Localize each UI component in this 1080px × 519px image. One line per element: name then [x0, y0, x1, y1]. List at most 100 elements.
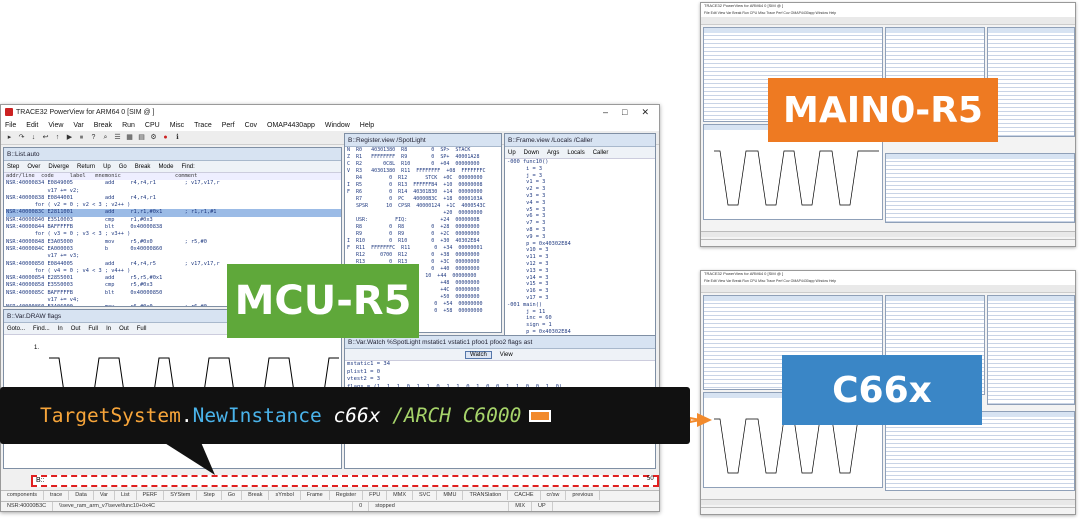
menu-item-var[interactable]: Var: [73, 121, 84, 129]
maximize-icon[interactable]: □: [622, 106, 628, 117]
register-line[interactable]: I R5 0 R13 FFFFFFB4 +10 00000008: [347, 182, 483, 188]
list-tool-diverge[interactable]: Diverge: [48, 163, 70, 170]
register-line[interactable]: R12 0700 R12 0 +38 00000000: [347, 252, 480, 258]
list-tool-up[interactable]: Up: [103, 163, 111, 170]
register-line[interactable]: R4 0 R12 STCK +0C 00000000: [347, 175, 483, 181]
watch-line[interactable]: flags = (1, 1, 1, 0, 1, 1, 0, 1, 1, 0, 1…: [347, 384, 655, 392]
register-line[interactable]: V R3 40301380 R11 FFFFFFFF +08 FFFFFFFC: [347, 168, 486, 174]
list-tool-break[interactable]: Break: [134, 163, 151, 170]
watch-line[interactable]: mstatic1 = 34: [347, 361, 391, 367]
list-line[interactable]: NSR:40000848 E3A05000 mov r5,#0x0 ; r5,#…: [6, 238, 207, 245]
status-button-break[interactable]: Break: [242, 491, 270, 500]
register-line[interactable]: N R0 40301380 R8 0 SP> STACK: [347, 147, 471, 153]
list-tool-over[interactable]: Over: [27, 163, 41, 170]
register-line[interactable]: F R6 0 R14 40301B30 +14 00000000: [347, 189, 483, 195]
status-button-cr/sw[interactable]: cr/sw: [541, 491, 567, 500]
stop-icon[interactable]: ●: [163, 134, 168, 141]
register-line[interactable]: +4C 00000000: [440, 287, 480, 293]
draw-tool-out[interactable]: Out: [119, 325, 129, 332]
status-button-data[interactable]: Data: [69, 491, 94, 500]
watch-line[interactable]: plist1 = 0: [347, 368, 381, 375]
list-line[interactable]: NSR:40000850 E0844005 add r4,r4,r5 ; v17…: [6, 260, 220, 267]
watch-line[interactable]: vtest2 = 3: [347, 376, 381, 382]
register-line[interactable]: Z R1 FFFFFFFF R9 0 SP+ 40001A28: [347, 154, 480, 160]
frame-tool-caller[interactable]: Caller: [592, 149, 609, 156]
list-tool-find[interactable]: Find:: [181, 163, 195, 170]
register-line[interactable]: I R10 0 R10 0 +30 40302E84: [347, 238, 480, 244]
register-line[interactable]: +20 00000000: [347, 210, 483, 216]
list-tool-mode[interactable]: Mode: [158, 163, 174, 170]
status-button-components[interactable]: components: [1, 491, 44, 500]
find-icon[interactable]: ⌕: [103, 134, 108, 141]
status-button-go[interactable]: Go: [222, 491, 243, 500]
draw-tool-out[interactable]: Out: [70, 325, 81, 332]
menu-item-break[interactable]: Break: [93, 121, 113, 129]
status-button-var[interactable]: Var: [94, 491, 115, 500]
watch-button[interactable]: Watch: [465, 350, 492, 359]
list-line[interactable]: NSR:40000860 E3A06000 mov r6,#0x0 ; r6,#…: [6, 304, 341, 306]
draw-tool-full[interactable]: Full: [136, 325, 147, 332]
list-line[interactable]: for ( v4 = 0 ; v4 < 3 ; v4++ ): [6, 267, 131, 274]
memory-icon[interactable]: ▦: [126, 134, 133, 141]
register-icon[interactable]: ▤: [138, 134, 145, 141]
register-line[interactable]: R7 0 PC 40000B3C +18 0000103A: [347, 196, 483, 202]
register-line[interactable]: SPSR 10 CPSR 40000124 +1C 4000543C: [347, 203, 486, 209]
status-button-trace[interactable]: trace: [44, 491, 70, 500]
list-icon[interactable]: ☰: [114, 134, 121, 141]
frame-tool-down[interactable]: Down: [523, 149, 540, 156]
status-button-register[interactable]: Register: [330, 491, 364, 500]
status-button-svc[interactable]: SVC: [413, 491, 438, 500]
break-icon[interactable]: ⏸: [79, 134, 84, 141]
settings-icon[interactable]: ⚙: [150, 134, 157, 141]
status-button-mmx[interactable]: MMX: [387, 491, 414, 500]
status-button-system[interactable]: SYStem: [164, 491, 198, 500]
menu-item-view[interactable]: View: [48, 121, 64, 129]
menu-item-cov[interactable]: Cov: [244, 121, 258, 129]
return-icon[interactable]: ↩: [42, 134, 49, 141]
draw-tool-in[interactable]: In: [57, 325, 63, 332]
command-line[interactable]: B::: [31, 475, 659, 487]
status-button-list[interactable]: List: [115, 491, 137, 500]
register-line[interactable]: USR: FIQ: +24 0000000B: [347, 217, 480, 223]
status-button-mmu[interactable]: MMU: [437, 491, 464, 500]
menu-item-window[interactable]: Window: [324, 121, 350, 129]
status-button-step[interactable]: Step: [197, 491, 222, 500]
register-line[interactable]: R13 0 R13 0 +3C 00000000: [347, 259, 480, 265]
list-line[interactable]: NSR:4000084C EA000003 b 0x40000860: [6, 245, 163, 252]
list-line[interactable]: NSR:4000085C BAFFFFFB blt 0x40000850: [6, 289, 163, 296]
draw-tool-find[interactable]: Find...: [33, 325, 50, 332]
list-line[interactable]: for ( v2 = 0 ; v2 < 3 ; v2++ ): [6, 202, 131, 209]
menu-item-cpu[interactable]: CPU: [144, 121, 160, 129]
list-line[interactable]: NSR:4000083C E2811001 add r1,r1,#0x1 ; r…: [6, 209, 341, 217]
list-line[interactable]: NSR:40000854 E2855001 add r5,r5,#0x1: [6, 275, 163, 282]
register-line[interactable]: R8 0 R8 0 +28 00000000: [347, 224, 480, 230]
menu-item-file[interactable]: File: [5, 121, 17, 129]
status-button-fpu[interactable]: FPU: [363, 491, 388, 500]
list-line[interactable]: v17 += v4;: [6, 297, 80, 304]
frame-tool-locals[interactable]: Locals: [567, 149, 585, 156]
status-button-perf[interactable]: PERF: [137, 491, 165, 500]
list-line[interactable]: NSR:40000858 E3550003 cmp r5,#0x3: [6, 282, 153, 289]
list-line[interactable]: NSR:40000838 E0844001 add r4,r4,r1: [6, 194, 156, 201]
menu-item-omap4430app[interactable]: OMAP4430app: [267, 121, 315, 129]
status-button-symbol[interactable]: sYmbol: [269, 491, 301, 500]
minimize-icon[interactable]: –: [603, 106, 609, 117]
step-icon[interactable]: ▸: [7, 134, 12, 141]
draw-tool-goto[interactable]: Goto...: [7, 325, 26, 332]
menu-item-perf[interactable]: Perf: [221, 121, 235, 129]
status-button-frame[interactable]: Frame: [301, 491, 330, 500]
menu-item-help[interactable]: Help: [359, 121, 375, 129]
list-line[interactable]: NSR:40000840 E3510003 cmp r1,#0x3: [6, 216, 153, 223]
register-line[interactable]: F R11 FFFFFFFC R11 0 +34 00000001: [347, 245, 483, 251]
menu-item-trace[interactable]: Trace: [194, 121, 212, 129]
status-button-previous[interactable]: previous: [566, 491, 601, 500]
view-button[interactable]: View: [499, 351, 513, 358]
menu-item-edit[interactable]: Edit: [26, 121, 39, 129]
register-line[interactable]: C R2 0C8L R10 0 +04 00000000: [347, 161, 480, 167]
draw-tool-full[interactable]: Full: [88, 325, 99, 332]
list-line[interactable]: NSR:40000834 E0849005 add r4,r4,r1 ; v17…: [6, 180, 220, 187]
list-tool-step[interactable]: Step: [7, 163, 20, 170]
go-icon[interactable]: ▶: [66, 134, 73, 141]
list-line[interactable]: v17 += v3;: [6, 253, 80, 260]
list-tool-return[interactable]: Return: [77, 163, 96, 170]
